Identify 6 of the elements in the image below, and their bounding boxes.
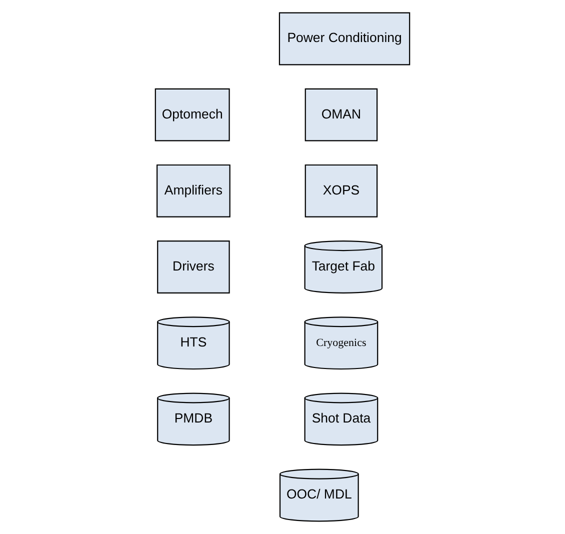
node-box: XOPS (304, 164, 378, 218)
node-box: Power Conditioning (278, 12, 410, 66)
node-box: Drivers (157, 240, 230, 294)
node-box: Amplifiers (156, 164, 230, 218)
node-box: OMAN (304, 88, 378, 142)
node-box: Optomech (154, 88, 230, 142)
